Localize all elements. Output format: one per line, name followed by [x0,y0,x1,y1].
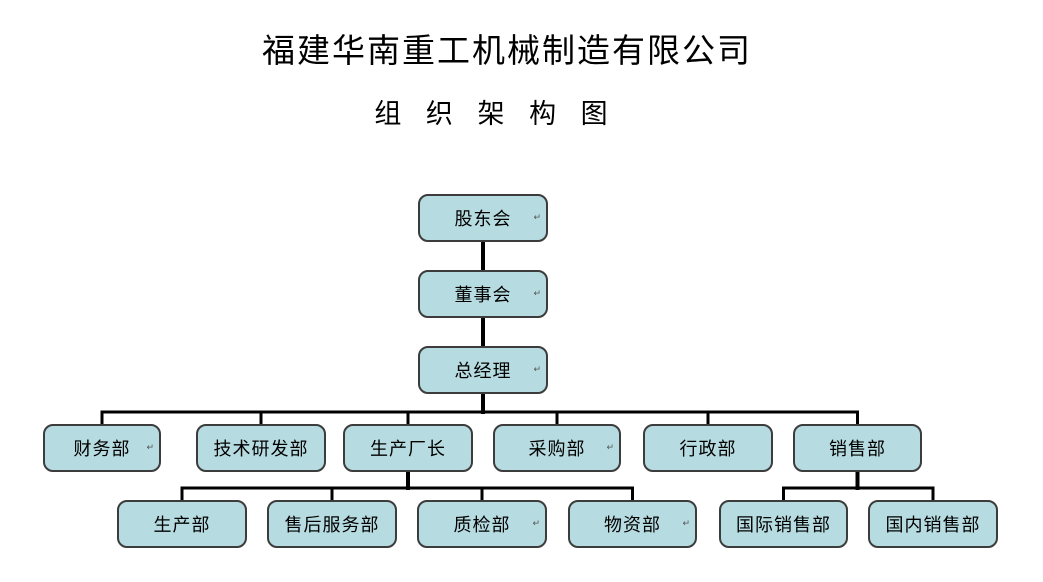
paragraph-mark-icon: ↵ [533,364,542,375]
org-node-label: 财务部 [73,439,131,460]
org-node-label: 质检部 [453,515,511,536]
org-node-label: 董事会 [454,285,512,306]
org-node-label: 技术研发部 [213,439,309,460]
org-node-label: 采购部 [528,439,586,460]
org-node-label: 售后服务部 [284,515,380,536]
org-node-label: 股东会 [454,209,512,230]
paragraph-mark-icon: ↵ [682,518,691,529]
org-node-label: 物资部 [604,515,661,536]
org-node-shareholders[interactable]: 股东会 ↵ [418,194,548,242]
org-node-purchasing[interactable]: 采购部 ↵ [493,424,621,472]
page-title: 福建华南重工机械制造有限公司 [262,31,752,70]
org-node-quality[interactable]: 质检部 ↵ [417,500,547,548]
paragraph-mark-icon: ↵ [606,442,615,453]
org-node-label: 国际销售部 [736,515,831,536]
org-node-production[interactable]: 生产部 [117,500,247,548]
org-node-domestic-sales[interactable]: 国内销售部 [868,500,998,548]
org-node-label: 销售部 [829,439,886,460]
paragraph-mark-icon: ↵ [533,288,542,299]
org-node-tech-rd[interactable]: 技术研发部 [196,424,326,472]
org-node-production-director[interactable]: 生产厂长 [343,424,473,472]
org-node-label: 行政部 [679,439,737,460]
org-node-sales[interactable]: 销售部 [793,424,922,472]
org-node-intl-sales[interactable]: 国际销售部 [719,500,848,548]
org-node-finance[interactable]: 财务部 ↵ [43,424,161,472]
paragraph-mark-icon: ↵ [146,442,155,453]
org-node-materials[interactable]: 物资部 ↵ [568,500,697,548]
page-subtitle: 组 织 架 构 图 [374,99,616,130]
org-node-admin[interactable]: 行政部 [643,424,773,472]
org-node-label: 总经理 [454,361,512,382]
org-node-label: 生产部 [153,515,211,536]
org-node-label: 国内销售部 [885,515,981,536]
org-node-general-manager[interactable]: 总经理 ↵ [418,346,548,394]
org-node-after-sales[interactable]: 售后服务部 [267,500,397,548]
paragraph-mark-icon: ↵ [533,212,542,223]
paragraph-mark-icon: ↵ [532,518,541,529]
org-node-label: 生产厂长 [370,439,446,460]
org-node-board[interactable]: 董事会 ↵ [418,270,548,318]
